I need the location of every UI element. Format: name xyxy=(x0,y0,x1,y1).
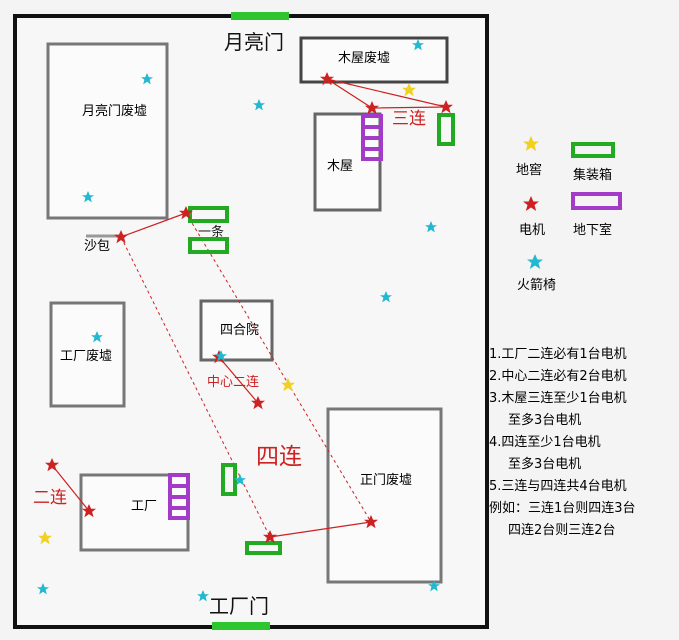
generator-icon xyxy=(320,72,334,86)
container-cabin xyxy=(437,113,455,146)
main-gate-ruins-label: 正门废墟 xyxy=(360,472,412,488)
legend-rocket-chair-icon xyxy=(527,254,543,269)
rocket-chair-icon xyxy=(412,39,424,51)
north-gate-label: 月亮门 xyxy=(224,30,284,54)
rocket-chair-icon xyxy=(91,331,103,343)
cabin-ruins-building xyxy=(299,36,449,84)
one-line-link xyxy=(120,212,187,238)
rocket-chair-icon xyxy=(82,191,94,203)
legend-container-label: 集装箱 xyxy=(573,167,612,183)
generator-icon xyxy=(364,515,378,529)
quad-dashed-link-right xyxy=(185,212,372,523)
container-one-line-a xyxy=(188,206,229,223)
generator-icon xyxy=(263,530,277,544)
note-line: 四连2台则三连2台 xyxy=(508,522,616,538)
generator-icon xyxy=(365,101,379,115)
note-line: 4.四连至少1台电机 xyxy=(489,434,601,450)
sandbag-label: 沙包 xyxy=(84,239,110,254)
cellar-icon xyxy=(281,378,295,392)
note-line: 5.三连与四连共4台电机 xyxy=(489,478,627,494)
quad-dashed-link-left xyxy=(120,236,271,538)
generator-icon xyxy=(114,230,128,244)
quad-bottom-link xyxy=(269,521,372,538)
rocket-chair-icon xyxy=(37,583,49,595)
note-line: 2.中心二连必有2台电机 xyxy=(489,368,627,384)
legend-cellar-icon xyxy=(523,136,539,151)
cabin-label: 木屋 xyxy=(327,159,353,174)
container-south xyxy=(245,541,282,555)
generator-icon xyxy=(45,458,59,472)
rocket-chair-icon xyxy=(197,590,209,602)
rocket-chair-icon xyxy=(141,73,153,85)
note-line: 1.工厂二连必有1台电机 xyxy=(489,346,627,362)
legend-cellar-label: 地窖 xyxy=(516,162,542,178)
legend-container-icon xyxy=(571,142,615,158)
rocket-chair-icon xyxy=(234,474,246,486)
moon-gate-ruins-building xyxy=(46,42,169,220)
moon-gate-ruins-label: 月亮门废墟 xyxy=(82,103,147,119)
generator-icon xyxy=(179,206,193,220)
legend-generator-icon xyxy=(523,196,539,211)
rocket-chair-icon xyxy=(425,221,437,233)
north-gate-marker xyxy=(231,12,289,20)
factory-label: 工厂 xyxy=(131,499,157,514)
rocket-chair-icon xyxy=(428,580,440,592)
quad-label: 四连 xyxy=(256,444,302,470)
container-factory xyxy=(221,463,237,496)
rocket-chair-icon xyxy=(253,99,265,111)
legend-basement-icon xyxy=(571,192,622,210)
double-label: 二连 xyxy=(33,488,67,508)
basement-factory xyxy=(168,473,190,520)
center-double-link xyxy=(218,356,259,404)
container-one-line-b xyxy=(188,237,229,254)
cellar-icon xyxy=(38,531,52,545)
note-line: 3.木屋三连至少1台电机 xyxy=(489,390,627,406)
note-line: 至多3台电机 xyxy=(508,456,581,472)
courtyard-label: 四合院 xyxy=(220,323,259,338)
factory-double-link xyxy=(51,464,90,512)
generator-icon xyxy=(82,504,96,518)
cabin-ruins-label: 木屋废墟 xyxy=(338,50,390,66)
triple-generator-link xyxy=(326,78,447,109)
rules-notes: 1.工厂二连必有1台电机 2.中心二连必有2台电机 3.木屋三连至少1台电机 至… xyxy=(489,346,636,538)
south-gate-marker xyxy=(212,622,270,630)
legend-generator-label: 电机 xyxy=(519,223,545,238)
rocket-chair-icon xyxy=(215,350,227,362)
courtyard-building xyxy=(199,299,274,362)
note-line: 至多3台电机 xyxy=(508,412,581,428)
cabin-building xyxy=(313,112,382,212)
container-group xyxy=(188,113,455,555)
generator-icon xyxy=(439,100,453,114)
triple-label: 三连 xyxy=(392,109,426,129)
note-line: 例如：三连1台则四连3台 xyxy=(489,500,636,516)
cellar-icon xyxy=(402,83,416,97)
legend-basement-label: 地下室 xyxy=(573,222,612,238)
one-line-label: 一条 xyxy=(198,224,224,240)
factory-ruins-label: 工厂废墟 xyxy=(60,348,112,364)
legend: 地窖 集装箱 电机 地下室 火箭椅 xyxy=(516,136,622,293)
main-gate-ruins-building xyxy=(326,407,443,584)
rocket-chair-icon xyxy=(380,291,392,303)
center-double-label: 中心二连 xyxy=(207,374,259,390)
factory-ruins-building xyxy=(49,301,126,408)
generator-icon xyxy=(251,396,265,410)
south-gate-label: 工厂门 xyxy=(209,594,269,618)
legend-rocket-chair-label: 火箭椅 xyxy=(517,277,556,293)
basement-cabin xyxy=(361,114,383,161)
